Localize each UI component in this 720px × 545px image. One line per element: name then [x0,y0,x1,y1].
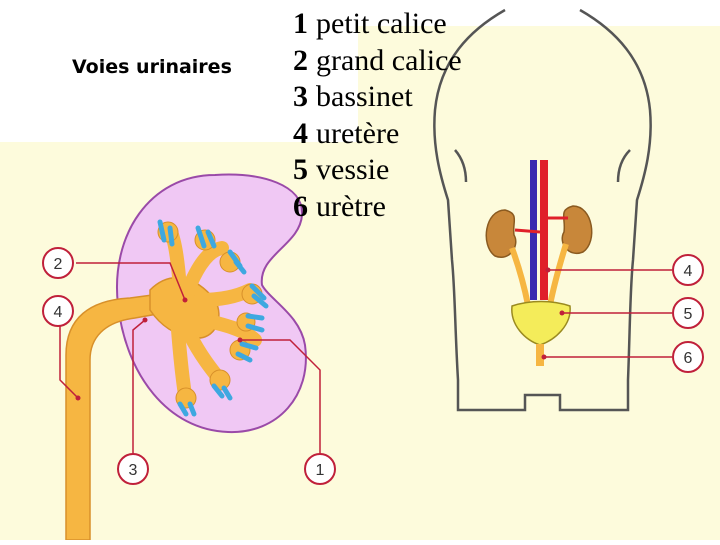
diagram-title: Voies urinaires [72,56,232,78]
legend-label: urètre [316,189,386,223]
torso-diagram: 4 5 6 [433,8,704,412]
left-ureter [509,246,531,306]
svg-text:3: 3 [129,462,138,479]
right-ureter [547,243,569,306]
marker-kidney-3: 3 [117,453,149,485]
aorta [540,160,548,300]
calyx-tips [157,219,269,417]
legend-number: 1 [293,7,308,40]
legend-label: bassinet [316,80,413,113]
legend-label: petit calice [316,7,447,40]
svg-text:5: 5 [684,306,693,323]
body-leader-dots [541,267,565,360]
legend-number: 4 [293,116,308,150]
marker-kidney-2: 2 [42,247,74,279]
legend-label: uretère [316,116,400,150]
legend-number: 6 [293,189,308,223]
kidney-leader-lines [59,262,321,455]
marker-kidney-1: 1 [304,453,336,485]
right-arm-line [616,149,631,183]
svg-text:4: 4 [684,263,693,280]
legend-number: 2 [293,43,308,77]
urethra [536,344,544,366]
leader-dots [75,297,243,401]
marker-body-4: 4 [672,254,704,286]
svg-text:4: 4 [54,304,63,321]
marker-body-6: 6 [672,341,704,373]
marker-kidney-4: 4 [42,295,74,327]
legend-number: 3 [293,80,308,113]
kidney-cross-section: 2 4 3 1 [42,173,336,541]
svg-text:6: 6 [684,350,693,367]
legend-label: grand calice [316,43,462,77]
svg-text:1: 1 [316,462,325,479]
left-arm-line [454,149,468,183]
svg-text:2: 2 [54,256,63,273]
body-leader-lines [544,269,672,358]
right-background-panel [358,26,720,540]
bladder [511,300,571,346]
renal-artery-left [514,228,541,234]
legend-number: 5 [293,153,308,186]
marker-body-5: 5 [672,297,704,329]
legend-label: vessie [316,153,390,186]
torso-outline [433,8,652,412]
